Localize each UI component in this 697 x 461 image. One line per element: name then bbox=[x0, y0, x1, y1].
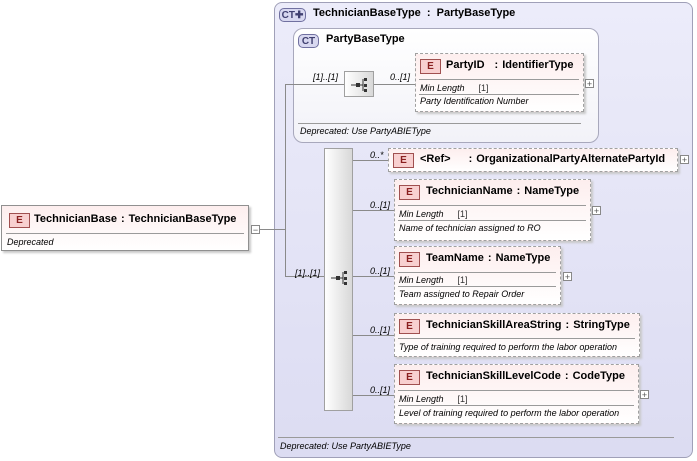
expand-toggle[interactable]: + bbox=[640, 390, 649, 400]
element-doc: Party Identification Number bbox=[420, 96, 529, 106]
root-element-title: TechnicianBase:TechnicianBaseType bbox=[34, 213, 237, 225]
sequence-compositor[interactable] bbox=[324, 148, 353, 411]
element-badge: E bbox=[420, 59, 441, 74]
element-badge: E bbox=[399, 370, 420, 385]
element-badge: E bbox=[393, 153, 414, 168]
cardinality-label: [1]..[1] bbox=[313, 72, 339, 82]
cardinality-label: 0..[1] bbox=[370, 325, 391, 335]
element-title: TechnicianSkillLevelCode:CodeType bbox=[426, 370, 625, 382]
cardinality-label: 0..* bbox=[370, 150, 384, 160]
element-badge: E bbox=[399, 252, 420, 267]
complex-type-separator bbox=[278, 437, 674, 438]
base-type-doc: Deprecated: Use PartyABIEType bbox=[300, 126, 431, 136]
sequence-icon bbox=[331, 271, 347, 285]
element-title: TechnicianSkillAreaString:StringType bbox=[426, 319, 630, 331]
expand-toggle[interactable]: + bbox=[592, 206, 601, 216]
element-badge: E bbox=[399, 185, 420, 200]
facet-min-length: Min Length[1] bbox=[399, 209, 468, 219]
cardinality-label: [1]..[1] bbox=[295, 268, 321, 278]
element-badge: E bbox=[9, 213, 30, 228]
cardinality-label: 0..[1] bbox=[370, 385, 391, 395]
complex-type-badge: CT✚ bbox=[279, 8, 306, 22]
element-doc: Name of technician assigned to RO bbox=[399, 223, 541, 233]
complex-type-title: TechnicianBaseType : PartyBaseType bbox=[313, 7, 516, 19]
element-doc: Team assigned to Repair Order bbox=[399, 289, 525, 299]
facet-min-length: Min Length[1] bbox=[399, 275, 468, 285]
cardinality-label: 0..[1] bbox=[370, 200, 391, 210]
facet-min-length: Min Length[1] bbox=[420, 83, 489, 93]
cardinality-label: 0..[1] bbox=[390, 72, 411, 82]
expand-toggle[interactable]: + bbox=[563, 272, 572, 282]
expand-toggle[interactable]: + bbox=[585, 79, 594, 89]
root-element-doc: Deprecated bbox=[7, 237, 54, 247]
element-technician-name[interactable]: E TechnicianName:NameType Min Length[1] … bbox=[394, 179, 591, 241]
element-title: <Ref>:OrganizationalPartyAlternatePartyI… bbox=[420, 153, 666, 165]
cardinality-label: 0..[1] bbox=[370, 266, 391, 276]
collapse-toggle[interactable]: − bbox=[251, 225, 260, 235]
element-badge: E bbox=[399, 319, 420, 334]
element-technician-skill-area-string[interactable]: E TechnicianSkillAreaString:StringType T… bbox=[394, 313, 640, 357]
base-type-separator bbox=[298, 123, 581, 124]
element-party-id[interactable]: E PartyID:IdentifierType Min Length[1] P… bbox=[415, 53, 584, 112]
plus-icon: ✚ bbox=[294, 10, 304, 21]
expand-toggle[interactable]: + bbox=[680, 155, 689, 165]
element-technician-skill-level-code[interactable]: E TechnicianSkillLevelCode:CodeType Min … bbox=[394, 364, 639, 424]
complex-type-doc: Deprecated: Use PartyABIEType bbox=[280, 441, 411, 451]
element-ref-organizational-party-alternate-party-id[interactable]: E <Ref>:OrganizationalPartyAlternatePart… bbox=[388, 148, 678, 172]
facet-min-length: Min Length[1] bbox=[399, 394, 468, 404]
element-doc: Level of training required to perform th… bbox=[399, 408, 620, 418]
element-title: TechnicianName:NameType bbox=[426, 185, 580, 197]
element-title: PartyID:IdentifierType bbox=[446, 59, 574, 71]
base-type-badge: CT bbox=[298, 34, 319, 48]
sequence-icon bbox=[351, 78, 367, 92]
element-title: TeamName:NameType bbox=[426, 252, 551, 264]
base-type-title: PartyBaseType bbox=[326, 33, 405, 45]
element-doc: Type of training required to perform the… bbox=[399, 342, 617, 352]
element-team-name[interactable]: E TeamName:NameType Min Length[1] Team a… bbox=[394, 246, 561, 305]
root-element-technician-base[interactable]: E TechnicianBase:TechnicianBaseType Depr… bbox=[1, 205, 249, 251]
sequence-compositor[interactable] bbox=[344, 71, 374, 97]
